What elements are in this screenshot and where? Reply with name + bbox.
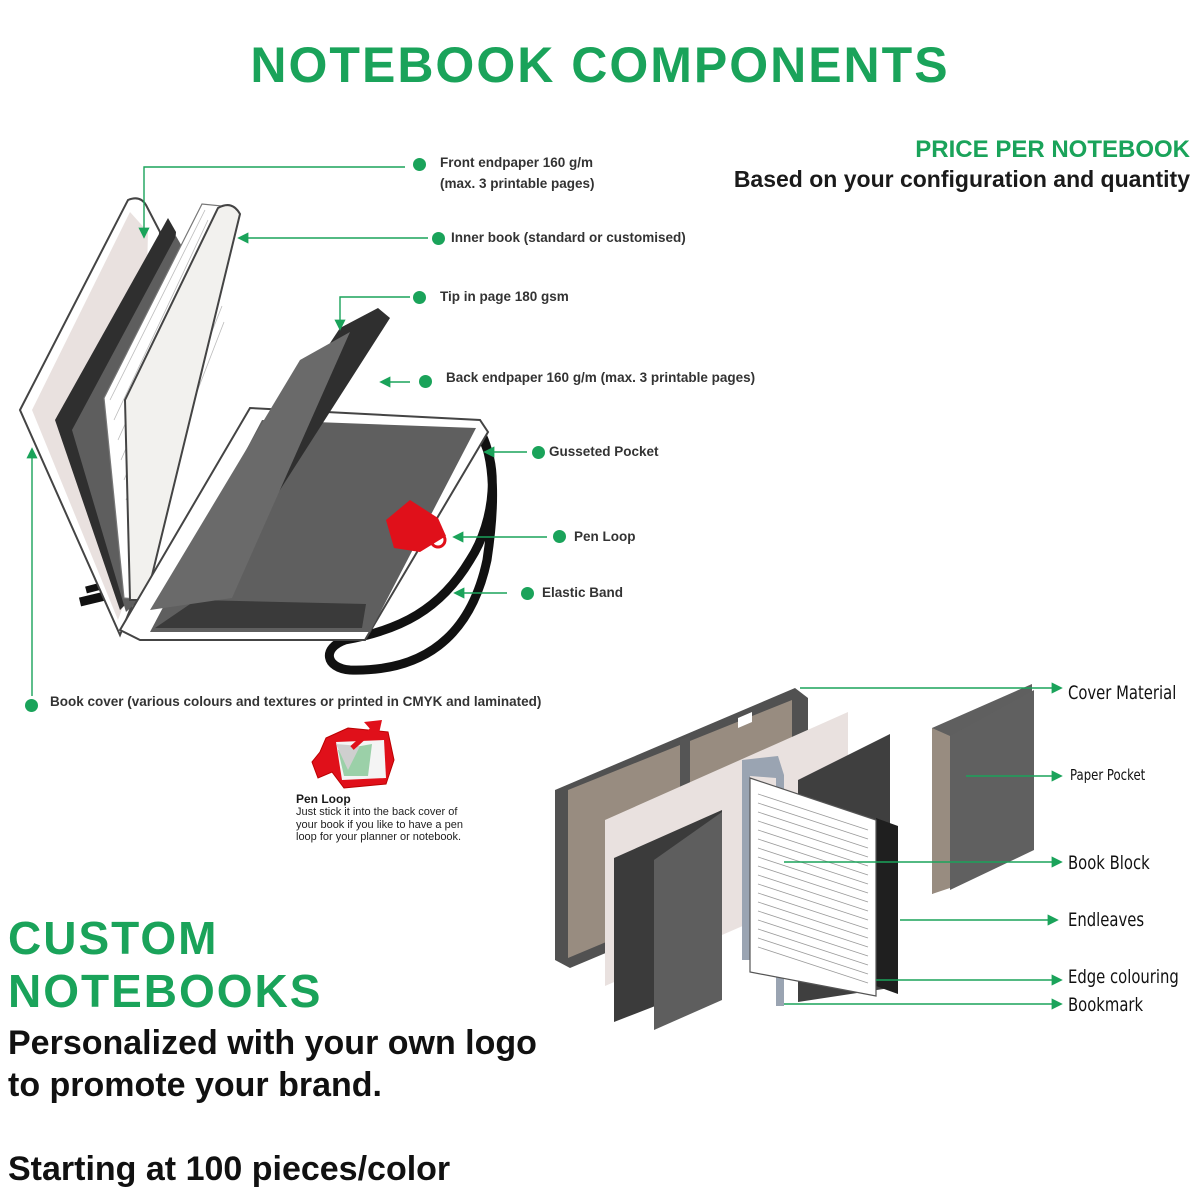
bullet-icon (419, 375, 432, 388)
label-edge-colouring: Edge colouring (1068, 966, 1179, 988)
ruled-lines (757, 793, 869, 984)
promo-heading: CUSTOM NOTEBOOKS (8, 912, 322, 1018)
bookmark-shape (742, 756, 784, 1006)
bullet-icon (553, 530, 566, 543)
bullet-icon (432, 232, 445, 245)
tip-in-page-2 (150, 332, 350, 610)
paper-pocket-shape (932, 728, 950, 894)
label-endleaves: Endleaves (1068, 909, 1145, 931)
front-endpaper-line-2: (max. 3 printable pages) (440, 176, 595, 191)
label-bookmark: Bookmark (1068, 994, 1144, 1016)
promo-tagline-line-2: to promote your brand. (8, 1066, 382, 1104)
gusseted-pocket-shape (155, 600, 366, 628)
label-book-block: Book Block (1068, 852, 1150, 874)
bullet-icon (25, 699, 38, 712)
label-front-endpaper: Front endpaper 160 g/m (max. 3 printable… (440, 152, 595, 194)
elastic-band-shape (324, 429, 498, 675)
label-inner-book: Inner book (standard or customised) (451, 230, 686, 245)
label-cover-material: Cover Material (1068, 682, 1177, 704)
label-back-endpaper: Back endpaper 160 g/m (max. 3 printable … (446, 370, 756, 385)
label-tip-in-page: Tip in page 180 gsm (440, 289, 569, 304)
pen-loop-note-title: Pen Loop (296, 792, 351, 806)
bullet-icon (413, 158, 426, 171)
label-paper-pocket: Paper Pocket (1070, 766, 1146, 784)
label-pen-loop: Pen Loop (574, 529, 636, 544)
page-title: NOTEBOOK COMPONENTS (250, 37, 950, 93)
price-title: PRICE PER NOTEBOOK (915, 136, 1190, 163)
label-book-cover: Book cover (various colours and textures… (50, 694, 542, 709)
dark-leaf-2 (654, 812, 722, 1030)
front-endpaper-line-1: Front endpaper 160 g/m (440, 155, 594, 170)
book-block-shape (749, 777, 877, 997)
promo-heading-line-2: NOTEBOOKS (8, 965, 323, 1017)
bullet-icon (532, 446, 545, 459)
price-subtitle: Based on your configuration and quantity (733, 166, 1190, 192)
label-elastic-band: Elastic Band (542, 585, 624, 600)
promo-tagline-line-1: Personalized with your own logo (8, 1024, 537, 1062)
inner-book-page (123, 204, 242, 601)
promo-tagline: Personalized with your own logo to promo… (8, 1022, 537, 1106)
bullet-icon (521, 587, 534, 600)
pen-loop-note-description: Just stick it into the back cover of you… (296, 806, 463, 843)
label-gusseted-pocket: Gusseted Pocket (549, 444, 659, 459)
promo-heading-line-1: CUSTOM (8, 912, 219, 964)
promo-starting: Starting at 100 pieces/color (8, 1150, 451, 1188)
bullet-icon (413, 291, 426, 304)
